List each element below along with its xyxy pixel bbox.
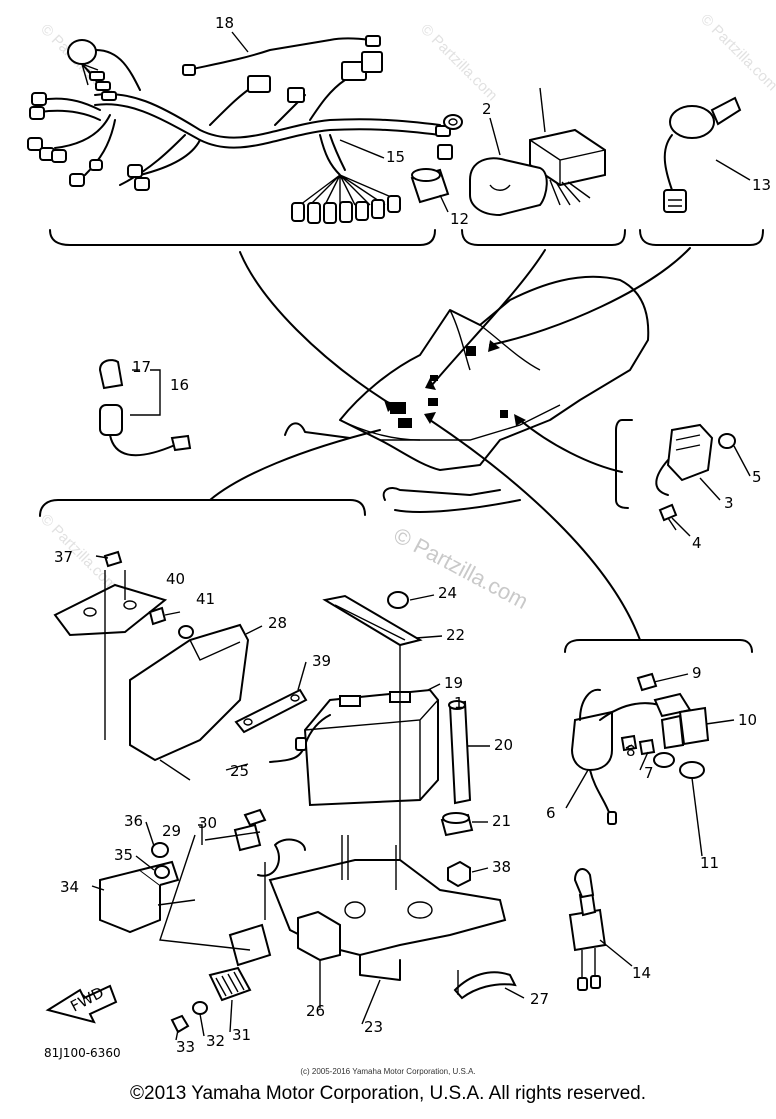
- part-37-bracket: [53, 550, 168, 740]
- callout-31: 31: [232, 1026, 251, 1044]
- callout-38: 38: [492, 858, 511, 876]
- callout-9: 9: [692, 664, 702, 682]
- callout-25: 25: [230, 762, 249, 780]
- callout-33: 33: [176, 1038, 195, 1056]
- callout-22: 22: [446, 626, 465, 644]
- watermark-left: © Partzilla.com: [37, 511, 120, 594]
- part-28-battery-cover: [129, 623, 250, 762]
- part-20-breather-pipe: [448, 700, 472, 805]
- diagram-part-code: 81J100-6360: [44, 1046, 121, 1060]
- callout-29: 29: [162, 822, 181, 840]
- small-copyright-line: (c) 2005-2016 Yamaha Motor Corporation, …: [300, 1067, 476, 1076]
- part-26-holder: [297, 910, 341, 962]
- part-39-battery-band: [234, 688, 308, 734]
- callout-5: 5: [752, 468, 762, 486]
- callout-17: 17: [132, 358, 151, 376]
- watermark-right: © Partzilla.com: [697, 11, 776, 94]
- callout-21: 21: [492, 812, 511, 830]
- callout-6: 6: [546, 804, 556, 822]
- part-26-box: [228, 923, 272, 967]
- wire-harness: [27, 39, 463, 224]
- part-14-toggle-switch: [568, 868, 607, 991]
- part-6-ignition-coil: [570, 688, 692, 825]
- callout-24: 24: [438, 584, 457, 602]
- callout-23: 23: [364, 1018, 383, 1036]
- part-38-nut: [447, 860, 471, 888]
- part-19-battery: [303, 688, 439, 807]
- section-brackets-middle: [39, 499, 753, 653]
- part-22-24-holder: [322, 591, 423, 910]
- callout-8: 8: [626, 742, 636, 760]
- callout-34: 34: [60, 878, 79, 896]
- callout-3: 3: [724, 494, 734, 512]
- callout-35: 35: [114, 846, 133, 864]
- part-16-17-bulb-socket: [98, 359, 192, 457]
- part-13-main-switch: [663, 96, 742, 213]
- callout-27: 27: [530, 990, 549, 1008]
- callout-4: 4: [692, 534, 702, 552]
- callout-18: 18: [215, 14, 234, 32]
- callout-16: 16: [170, 376, 189, 394]
- callout-20: 20: [494, 736, 513, 754]
- part-40-41-bolt-washer: [148, 606, 194, 639]
- callout-41: 41: [196, 590, 215, 608]
- part-23-battery-base: [268, 835, 507, 981]
- callout-37: 37: [54, 548, 73, 566]
- callout-14: 14: [632, 964, 651, 982]
- callout-28: 28: [268, 614, 287, 632]
- callout-7: 7: [644, 764, 654, 782]
- part-3-4-5-regulator: [615, 419, 736, 531]
- callout-12: 12: [450, 210, 469, 228]
- part-1-2-cdi-unit: [469, 87, 606, 217]
- callout-1: 1: [454, 694, 464, 712]
- snowmobile-body: [284, 275, 650, 513]
- part-31-32-33-coupler: [170, 966, 252, 1034]
- callout-15: 15: [386, 148, 405, 166]
- callout-30: 30: [198, 814, 217, 832]
- part-29-30-fuse: [198, 808, 306, 877]
- leader-lines: [209, 247, 691, 641]
- part-21-grommet: [440, 812, 474, 837]
- fwd-arrow: FWD: [45, 983, 118, 1024]
- part-25-lead: [269, 714, 331, 763]
- callout-leaders: [91, 139, 751, 1041]
- section-brackets-top: [49, 229, 764, 246]
- part-27-clamp: [453, 970, 517, 1000]
- callout-39: 39: [312, 652, 331, 670]
- callout-10: 10: [738, 711, 757, 729]
- callout-2: 2: [482, 100, 492, 118]
- watermark-top-right: © Partzilla.com: [417, 21, 500, 104]
- lower-left-guide-lines: [159, 759, 266, 951]
- part-12-cap: [410, 168, 450, 204]
- callout-36: 36: [124, 812, 143, 830]
- part-34-35-36-relay: [99, 842, 196, 934]
- callout-11: 11: [700, 854, 719, 872]
- part-18-lead-wire: [182, 31, 381, 76]
- callout-13: 13: [752, 176, 771, 194]
- part-7-8-9-10-11-plugs: [620, 672, 710, 779]
- callout-32: 32: [206, 1032, 225, 1050]
- callout-19: 19: [444, 674, 463, 692]
- callouts: 1 2 3 4 5 6 7 8 9 10 11 12 13 14 15 16 1…: [54, 14, 771, 1056]
- callout-40: 40: [166, 570, 185, 588]
- callout-26: 26: [306, 1002, 325, 1020]
- copyright-footer: ©2013 Yamaha Motor Corporation, U.S.A. A…: [130, 1083, 646, 1104]
